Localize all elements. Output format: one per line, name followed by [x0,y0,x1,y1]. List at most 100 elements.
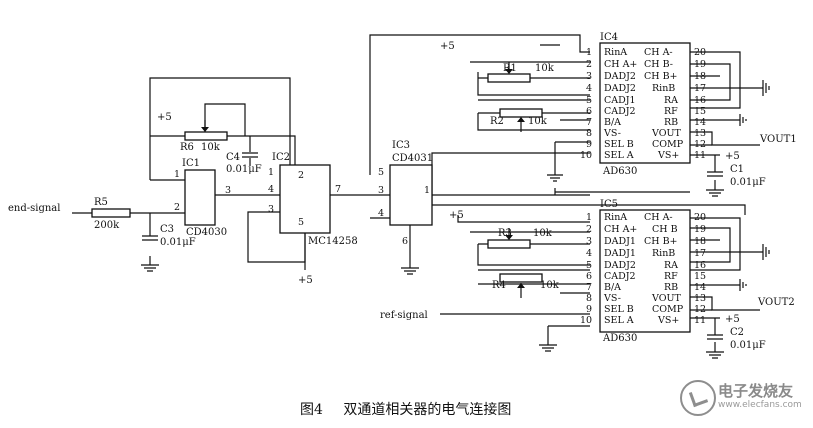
svg-text:DADJ2: DADJ2 [604,83,636,94]
svg-text:12: 12 [694,304,706,315]
svg-text:10k: 10k [540,280,560,291]
svg-text:2: 2 [174,202,180,213]
svg-text:0.01μF: 0.01μF [730,340,766,351]
svg-text:4: 4 [586,248,592,259]
svg-text:RinB: RinB [652,248,675,259]
svg-text:CH B-: CH B- [644,59,673,70]
svg-text:1: 1 [586,212,592,223]
svg-text:VS-: VS- [603,128,621,139]
watermark-url: www.elecfans.com [718,400,802,410]
svg-text:VOUT: VOUT [651,293,681,304]
signal-labels: end-signal ref-signal VOUT1 VOUT2 +5 +5 … [8,41,797,325]
svg-text:RinA: RinA [604,47,627,58]
svg-text:4: 4 [378,208,384,219]
svg-text:B/A: B/A [604,282,621,293]
svg-text:14: 14 [694,117,706,128]
svg-text:20: 20 [694,47,706,58]
ic2-label: IC2 [272,152,290,163]
svg-text:C2: C2 [730,327,744,338]
svg-text:RA: RA [664,95,678,106]
svg-text:R5: R5 [94,197,108,208]
input-signal-label: end-signal [8,203,60,214]
svg-text:SEL B: SEL B [604,304,634,315]
svg-text:CH A+: CH A+ [604,59,637,70]
svg-text:VS-: VS- [603,293,621,304]
figure-caption: 图4 双通道相关器的电气连接图 [300,399,527,419]
svg-text:SEL A: SEL A [604,150,634,161]
potentiometer-r1: R1 10k [487,62,555,83]
capacitor-c3: C3 0.01μF [142,224,196,248]
svg-text:4: 4 [586,83,592,94]
svg-text:5: 5 [586,260,592,271]
svg-text:CH B+: CH B+ [644,71,678,82]
svg-text:R1: R1 [503,63,517,74]
svg-text:15: 15 [694,271,706,282]
svg-text:+5: +5 [440,41,455,52]
svg-text:DADJ2: DADJ2 [604,71,636,82]
ic1-part: CD4030 [186,227,227,238]
svg-text:9: 9 [586,304,592,315]
svg-text:11: 11 [694,315,706,326]
svg-text:12: 12 [694,139,706,150]
svg-text:7: 7 [586,282,592,293]
svg-text:15: 15 [694,106,706,117]
svg-text:17: 17 [694,248,706,259]
svg-text:DADJ1: DADJ1 [604,248,636,259]
svg-text:0.01μF: 0.01μF [160,237,196,248]
svg-text:20: 20 [694,212,706,223]
svg-text:13: 13 [694,293,706,304]
potentiometer-r3: R3 10k [487,228,553,249]
svg-text:10k: 10k [201,142,221,153]
svg-text:6: 6 [586,271,592,282]
svg-text:2: 2 [586,59,592,70]
svg-text:13: 13 [694,128,706,139]
ic4-label: IC4 [600,32,618,43]
svg-text:SEL A: SEL A [604,315,634,326]
svg-text:7: 7 [586,117,592,128]
figure-number: 图4 [300,402,323,418]
svg-text:C3: C3 [160,224,174,235]
potentiometer-r4: R4 10k [492,273,560,298]
svg-text:B/A: B/A [604,117,621,128]
svg-text:16: 16 [694,95,706,106]
svg-text:+5: +5 [725,314,740,325]
svg-text:1: 1 [424,185,430,196]
potentiometer-r6: R6 10k [180,120,228,153]
svg-text:10: 10 [580,150,592,161]
svg-text:9: 9 [586,139,592,150]
svg-text:CH A-: CH A- [644,212,673,223]
svg-text:CADJ2: CADJ2 [604,271,636,282]
svg-text:5: 5 [298,217,304,228]
svg-text:200k: 200k [94,220,120,231]
svg-text:RF: RF [664,271,678,282]
vout2-label: VOUT2 [757,297,795,308]
ic3-part: CD4031 [392,153,433,164]
ic1-body: 1 2 3 IC1 CD4030 [174,158,231,238]
svg-text:R6: R6 [180,142,194,153]
svg-text:3: 3 [586,71,592,82]
svg-text:R2: R2 [490,116,504,127]
svg-text:CADJ1: CADJ1 [604,95,636,106]
svg-text:CH A+: CH A+ [604,224,637,235]
svg-text:+5: +5 [449,210,464,221]
svg-text:R3: R3 [498,228,512,239]
vout1-label: VOUT1 [759,134,797,145]
ic3-label: IC3 [392,140,410,151]
svg-text:CH A-: CH A- [644,47,673,58]
capacitor-c1: C1 0.01μF [707,164,766,188]
svg-text:3: 3 [268,204,274,215]
ic1-label: IC1 [182,158,200,169]
wires [72,34,763,352]
ic2-part: MC14258 [308,236,358,247]
svg-text:17: 17 [694,83,706,94]
svg-text:R4: R4 [492,280,506,291]
svg-text:RF: RF [664,106,678,117]
svg-text:7: 7 [335,184,341,195]
svg-text:COMP: COMP [652,139,684,150]
svg-text:10k: 10k [533,228,553,239]
svg-text:DADJ1: DADJ1 [604,236,636,247]
